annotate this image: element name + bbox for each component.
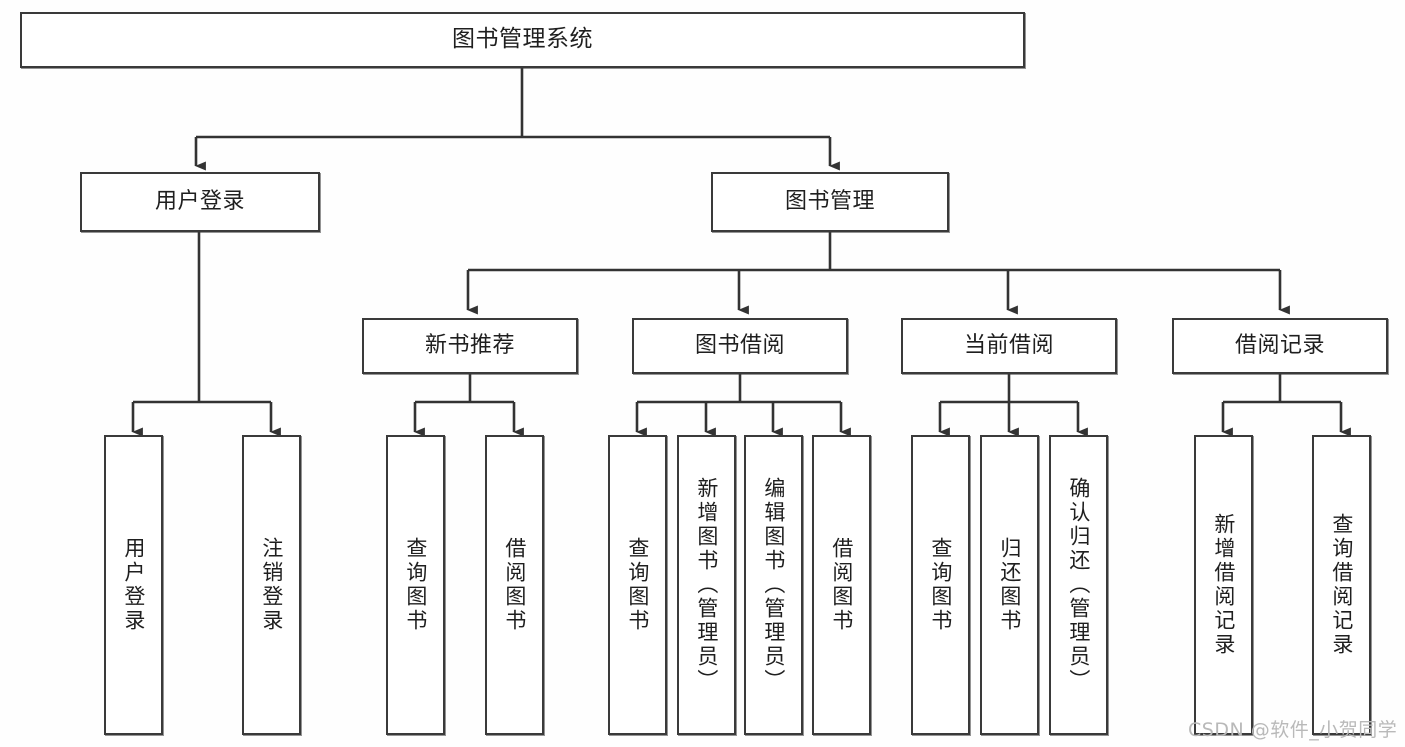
node-leaf-query-book-a[interactable]: 查询图书 [386,435,445,735]
node-user-login-label: 用户登录 [154,189,245,215]
node-root-label: 图书管理系统 [452,26,593,53]
node-leaf-query-record-label: 查询借阅记录 [1329,513,1354,657]
node-book-manage-label: 图书管理 [784,189,875,215]
node-current-borrow[interactable]: 当前借阅 [901,318,1117,374]
node-leaf-borrow-book-b-label: 借阅图书 [829,537,854,633]
node-leaf-confirm-return[interactable]: 确认归还（管理员） [1049,435,1108,735]
node-new-book-recommend[interactable]: 新书推荐 [362,318,578,374]
node-book-borrow[interactable]: 图书借阅 [632,318,848,374]
node-leaf-query-book-b[interactable]: 查询图书 [608,435,667,735]
node-current-borrow-label: 当前借阅 [963,333,1054,359]
node-leaf-logout[interactable]: 注销登录 [242,435,301,735]
node-book-manage[interactable]: 图书管理 [711,172,949,232]
node-leaf-add-record[interactable]: 新增借阅记录 [1194,435,1253,735]
node-leaf-confirm-return-label: 确认归还（管理员） [1066,477,1091,693]
node-leaf-query-record[interactable]: 查询借阅记录 [1312,435,1371,735]
node-book-borrow-label: 图书借阅 [694,333,785,359]
node-leaf-borrow-book-a-label: 借阅图书 [502,537,527,633]
node-leaf-edit-book-label: 编辑图书（管理员） [761,477,786,693]
node-leaf-borrow-book-b[interactable]: 借阅图书 [812,435,871,735]
node-leaf-return-book[interactable]: 归还图书 [980,435,1039,735]
node-user-login[interactable]: 用户登录 [80,172,320,232]
node-leaf-query-book-b-label: 查询图书 [625,537,650,633]
node-leaf-add-book-label: 新增图书（管理员） [694,477,719,693]
node-leaf-edit-book[interactable]: 编辑图书（管理员） [744,435,803,735]
node-root[interactable]: 图书管理系统 [20,12,1025,68]
node-leaf-return-book-label: 归还图书 [997,537,1022,633]
node-leaf-logout-label: 注销登录 [259,537,284,633]
node-leaf-query-book-c[interactable]: 查询图书 [911,435,970,735]
node-new-book-recommend-label: 新书推荐 [424,333,515,359]
node-leaf-borrow-book-a[interactable]: 借阅图书 [485,435,544,735]
node-leaf-query-book-a-label: 查询图书 [403,537,428,633]
node-leaf-add-record-label: 新增借阅记录 [1211,513,1236,657]
node-leaf-user-login[interactable]: 用户登录 [104,435,163,735]
node-leaf-query-book-c-label: 查询图书 [928,537,953,633]
node-borrow-record-label: 借阅记录 [1234,333,1325,359]
node-borrow-record[interactable]: 借阅记录 [1172,318,1388,374]
node-leaf-add-book[interactable]: 新增图书（管理员） [677,435,736,735]
node-leaf-user-login-label: 用户登录 [121,537,146,633]
